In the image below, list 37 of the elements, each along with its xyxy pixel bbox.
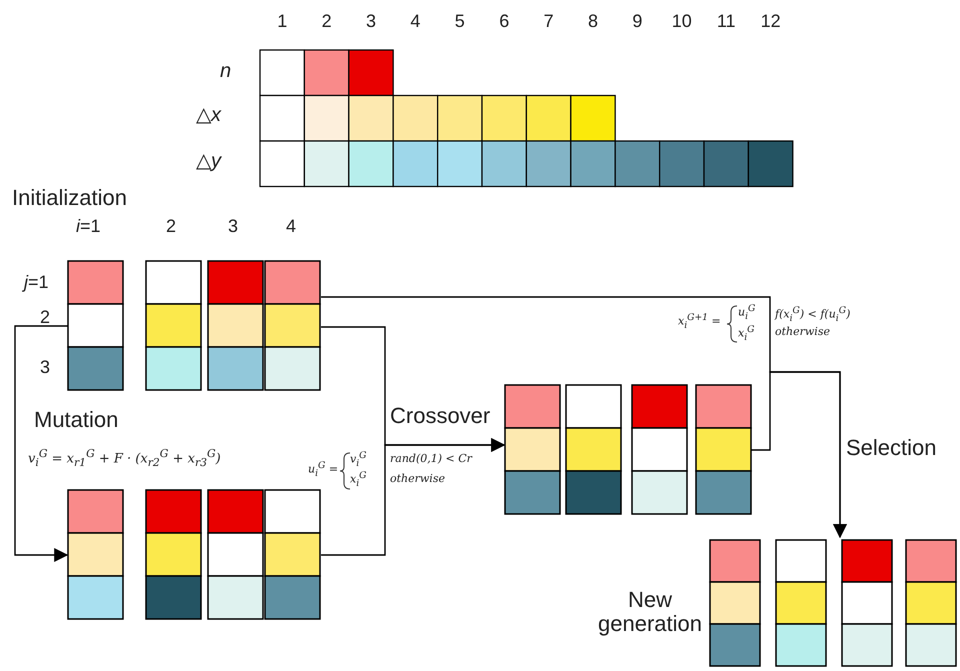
formula: x$_{i}$$^{G+1}$ =	[678, 313, 721, 331]
column-index: i=1	[76, 217, 101, 237]
row-index: 2	[40, 308, 50, 328]
column-number: 3	[364, 12, 377, 32]
column-number: 2	[320, 12, 333, 32]
step-label: Selection	[846, 436, 937, 460]
column-number: 1	[276, 12, 288, 32]
stage-title: New generation	[598, 588, 702, 636]
formula: otherwise	[390, 473, 445, 486]
column-number: 7	[542, 12, 555, 32]
column-index: 4	[286, 217, 296, 237]
row-label: △x	[196, 104, 221, 126]
column-number: 4	[409, 12, 422, 32]
column-number: 5	[454, 12, 466, 32]
connector-arrow	[751, 371, 847, 538]
stage-title: Mutation	[34, 408, 118, 432]
formula: otherwise	[775, 326, 830, 338]
row-index: 3	[40, 358, 50, 378]
connector-arrow	[321, 438, 506, 556]
formula: rand(0,1) < Cr	[390, 453, 472, 466]
column-number: 6	[498, 12, 510, 32]
step-label: Crossover	[390, 404, 490, 428]
column-index: 2	[166, 217, 176, 237]
row-label: n	[220, 60, 232, 82]
column-number: 10	[670, 12, 693, 32]
formula: f(x$_{i}$$^{G}$) < f(u$_{i}$$^{G}$)	[775, 306, 850, 324]
column-number: 12	[760, 12, 782, 32]
column-number: 11	[716, 12, 737, 32]
column-number: 9	[631, 12, 644, 32]
column-index: 3	[228, 217, 238, 237]
row-index: j=1	[24, 273, 49, 293]
column-number: 8	[586, 12, 599, 32]
formula: u$_{i}$$^{G}$ =	[308, 461, 338, 479]
stage-title: Initialization	[12, 186, 127, 210]
row-label: △y	[196, 150, 221, 172]
formula: v$_{i}$$^{G}$ = x$_{r1}$$^{G}$ + F · (x$_{r2}$$^{G}$ + x$_{r3}$$^{G}$)	[28, 448, 221, 469]
connector-arrow	[14, 325, 68, 562]
